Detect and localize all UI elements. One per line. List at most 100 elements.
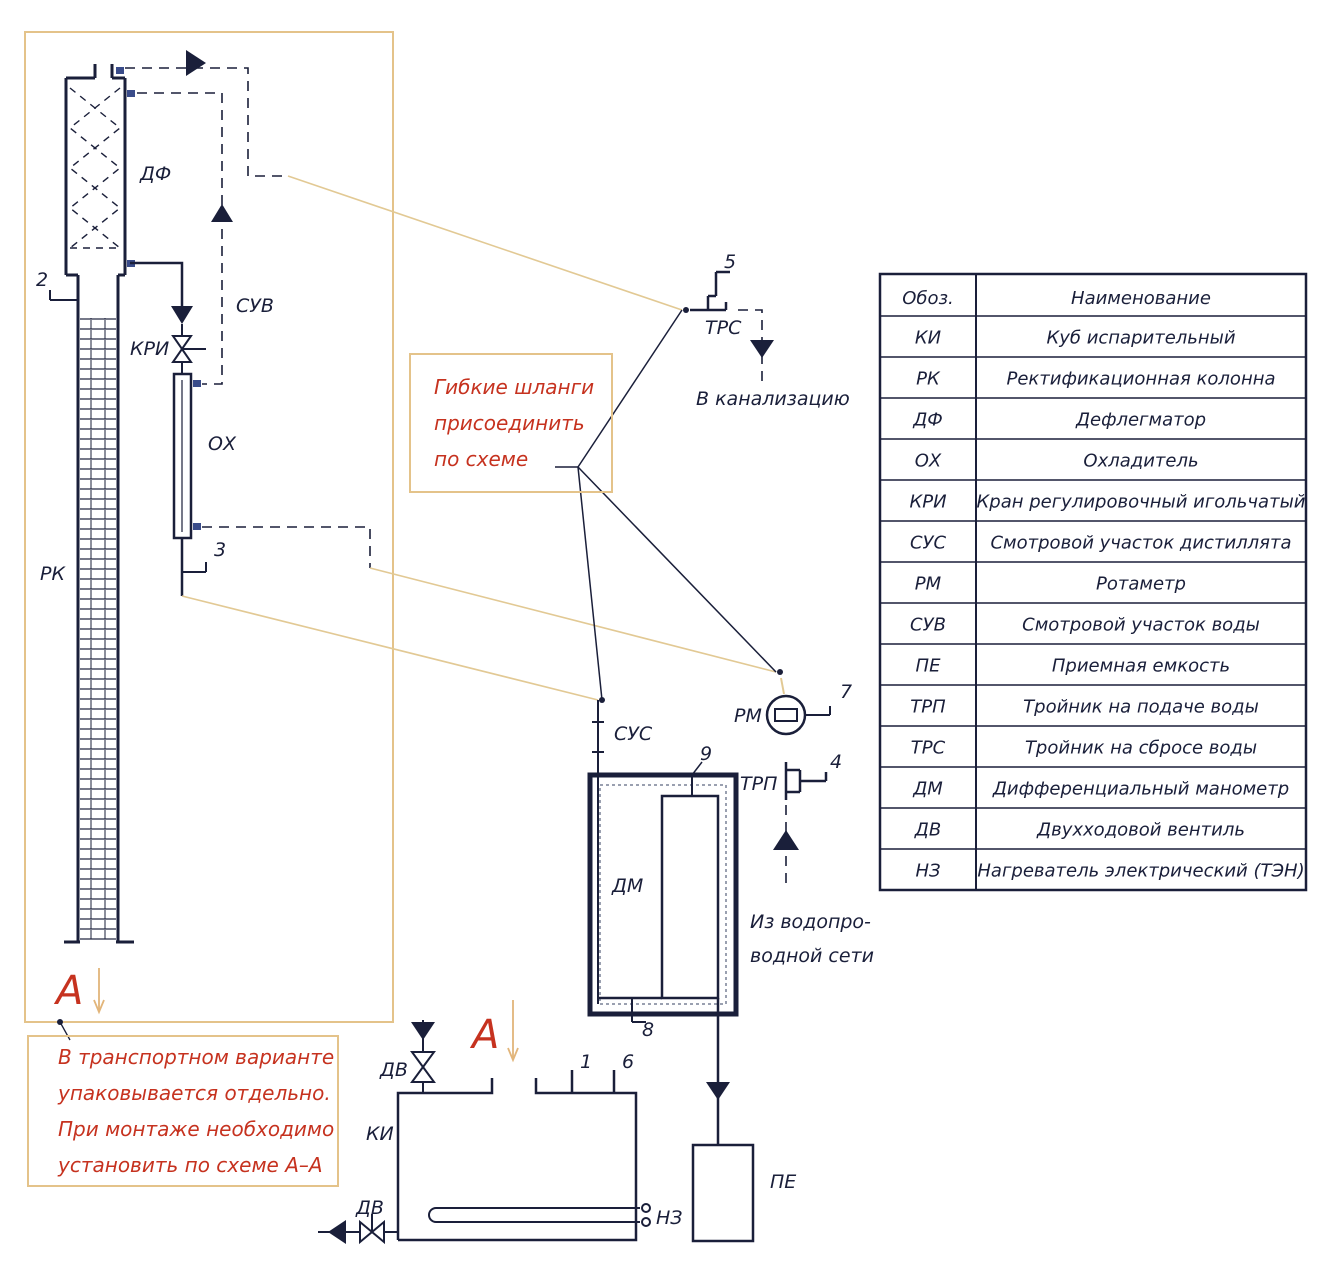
tee-trp xyxy=(784,762,828,800)
label-nozzle-5: 5 xyxy=(724,251,736,273)
flow-arrow-down xyxy=(706,1082,730,1100)
transport-note-line-1: В транспортном варианте xyxy=(58,1045,334,1069)
label-trp: ТРП xyxy=(740,773,777,795)
legend-cell-name: Смотровой участок дистиллята xyxy=(990,533,1291,554)
hose-stub xyxy=(780,677,785,695)
legend-header-code: Обоз. xyxy=(902,288,954,309)
hose-connections xyxy=(181,175,777,701)
label-nozzle-9: 9 xyxy=(700,743,712,765)
label-nozzle-7: 7 xyxy=(840,681,852,703)
distillate-line xyxy=(130,261,184,310)
flow-arrow-down xyxy=(750,340,774,358)
label-nozzle-1: 1 xyxy=(580,1051,592,1073)
label-nozzle-2: 2 xyxy=(36,269,48,291)
flow-arrow-down xyxy=(411,1022,435,1040)
cooler-ox xyxy=(172,372,207,596)
flow-arrow-right xyxy=(186,50,206,76)
sight-section-sus xyxy=(592,700,604,775)
legend-cell-name: Ректификационная колонна xyxy=(1006,369,1275,390)
cooling-water-line xyxy=(125,67,371,568)
label-kri: КРИ xyxy=(130,338,169,360)
rotameter-rm xyxy=(765,694,831,736)
receiver-pe xyxy=(691,1143,755,1243)
legend-header-name: Наименование xyxy=(1071,288,1211,309)
hoses-note-box xyxy=(409,353,613,493)
note-leader-lines xyxy=(59,1021,71,1041)
nozzle-dot xyxy=(193,380,201,387)
legend-cell-name: Охладитель xyxy=(1083,451,1198,472)
diff-manometer-dm xyxy=(587,761,739,1145)
legend-cell-code: ТРС xyxy=(911,738,946,759)
label-dv-top: ДВ xyxy=(379,1059,408,1081)
legend-cell-code: ДФ xyxy=(912,410,943,431)
hose-junction xyxy=(599,697,605,703)
label-from-water-1: Из водопро- xyxy=(750,911,871,933)
label-sus: СУС xyxy=(614,723,653,745)
transport-note-line-3: При монтаже необходимо xyxy=(58,1117,334,1141)
legend-cell-name: Смотровой участок воды xyxy=(1022,615,1260,636)
label-ox: ОХ xyxy=(208,433,237,455)
legend-cell-code: СУС xyxy=(910,533,947,554)
legend-cell-code: ПЕ xyxy=(916,656,942,677)
nozzle-dot xyxy=(127,90,135,97)
nozzle-2 xyxy=(49,290,78,301)
hose-junction xyxy=(683,307,689,313)
label-nz: НЗ xyxy=(656,1207,682,1229)
hoses-note-line-1: Гибкие шланги xyxy=(434,375,594,399)
legend-cell-name: Ротаметр xyxy=(1096,574,1186,595)
legend-cell-name: Дифференциальный манометр xyxy=(992,779,1289,800)
flow-arrow-up xyxy=(773,830,799,850)
flow-arrow-left xyxy=(328,1220,346,1244)
heater-nz xyxy=(428,1203,651,1227)
tee-trs xyxy=(690,270,730,312)
hoses-note-line-3: по схеме xyxy=(434,447,528,471)
boiler-ki xyxy=(396,1070,638,1242)
note-leader-lines xyxy=(555,309,777,701)
label-nozzle-4: 4 xyxy=(830,751,842,773)
transport-note-line-4: установить по схеме А–А xyxy=(57,1153,323,1177)
legend-cell-code: СУВ xyxy=(910,615,946,636)
nozzle-dot xyxy=(116,67,124,74)
label-nozzle-3: 3 xyxy=(214,539,226,561)
section-markers xyxy=(93,968,519,1063)
transport-note-box xyxy=(27,1035,339,1187)
rectification-column xyxy=(64,64,134,944)
flow-arrow-down xyxy=(171,306,193,324)
legend-cell-name: Нагреватель электрический (ТЭН) xyxy=(977,861,1304,882)
needle-valve-kri xyxy=(171,324,206,374)
legend-cell-code: ТРП xyxy=(910,697,946,718)
label-df: ДФ xyxy=(139,163,171,185)
legend-cell-code: ОХ xyxy=(915,451,942,472)
section-a-left: А xyxy=(53,968,83,1014)
column-packing-hatch xyxy=(80,318,116,940)
label-dv-bottom: ДВ xyxy=(355,1197,384,1219)
label-pe: ПЕ xyxy=(770,1171,796,1193)
legend-cell-code: ДВ xyxy=(914,820,941,841)
legend-cell-name: Тройник на подаче воды xyxy=(1023,697,1259,718)
flow-arrow-up xyxy=(211,204,233,222)
label-rm: РМ xyxy=(734,705,762,727)
dephlegmator-coil xyxy=(68,87,122,249)
label-from-water-2: водной сети xyxy=(750,945,874,967)
legend-cell-name: Дефлегматор xyxy=(1075,410,1206,431)
valve-dv-bottom xyxy=(318,1214,398,1245)
section-a-right: А xyxy=(469,1012,499,1058)
hoses-note-line-2: присоединить xyxy=(434,411,585,435)
legend-cell-code: ДМ xyxy=(912,779,943,800)
legend-cell-name: Двухходовой вентиль xyxy=(1036,820,1245,841)
label-dm: ДМ xyxy=(611,875,643,897)
legend-cell-code: КРИ xyxy=(909,492,946,513)
label-ki: КИ xyxy=(366,1123,394,1145)
legend-cell-name: Куб испарительный xyxy=(1046,328,1235,349)
label-rk: РК xyxy=(40,563,66,585)
hose-junction xyxy=(777,669,783,675)
label-to-sewer: В канализацию xyxy=(696,388,850,410)
legend-cell-code: РМ xyxy=(915,574,942,595)
legend-cell-name: Приемная емкость xyxy=(1052,656,1230,677)
legend-cell-name: Кран регулировочный игольчатый xyxy=(977,492,1306,513)
legend-cell-name: Тройник на сбросе воды xyxy=(1025,738,1257,759)
label-trs: ТРС xyxy=(705,317,742,339)
label-suv: СУВ xyxy=(236,295,274,317)
